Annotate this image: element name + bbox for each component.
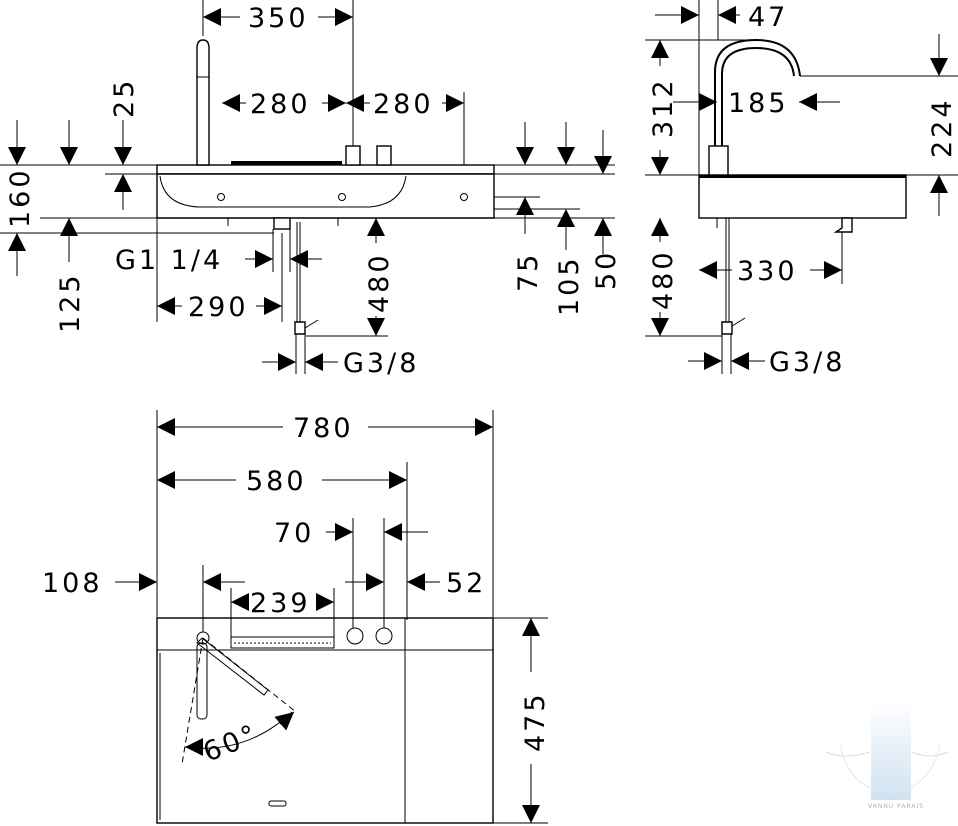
dim-480-front: 480: [364, 252, 395, 313]
side-basin-body: [698, 174, 907, 219]
front-connector: [294, 321, 306, 335]
dim-75: 75: [513, 252, 544, 292]
front-drain: [273, 217, 291, 230]
dim-224: 224: [927, 97, 958, 158]
front-hole: [217, 193, 225, 201]
top-outline: [156, 617, 494, 824]
front-hole: [460, 193, 468, 201]
front-tray: [231, 161, 342, 165]
side-hose-end: [731, 317, 746, 327]
side-view: 47 312 185 224 480 330 G3/8: [645, 0, 958, 378]
dim-47: 47: [748, 2, 788, 33]
side-spout-arc: [721, 46, 795, 146]
front-view: 350 280 280 25 160 125 G1 1/4: [0, 0, 622, 379]
dim-239: 239: [250, 588, 311, 619]
front-basin-bowl: [159, 175, 407, 208]
front-basin-body: [156, 173, 495, 219]
dim-g3-8-side: G3/8: [769, 347, 845, 378]
watermark-text: VANNU PARAIS: [868, 803, 924, 810]
front-handle: [376, 145, 392, 166]
top-handle: [346, 627, 364, 645]
front-spout: [196, 39, 210, 166]
front-mount-studs: [227, 218, 339, 226]
front-hole: [338, 193, 346, 201]
dim-105: 105: [554, 255, 585, 316]
dim-580: 580: [246, 466, 307, 497]
dim-330: 330: [737, 256, 798, 287]
dim-108: 108: [42, 568, 103, 599]
dim-160: 160: [5, 167, 36, 228]
dim-780: 780: [293, 413, 354, 444]
dim-70: 70: [274, 518, 314, 549]
dim-280-left: 280: [250, 89, 311, 120]
dim-25: 25: [109, 78, 140, 118]
dim-312: 312: [648, 77, 679, 138]
top-basin-bowl: [156, 649, 406, 824]
side-basin-top: [699, 175, 906, 178]
dim-50: 50: [591, 250, 622, 290]
dim-280-right: 280: [373, 89, 434, 120]
top-drain: [268, 800, 287, 807]
dim-480-side: 480: [648, 249, 679, 310]
dim-125: 125: [55, 272, 86, 333]
dim-g3-8-front: G3/8: [343, 348, 419, 379]
dim-52: 52: [446, 568, 486, 599]
front-hose-end: [304, 319, 319, 329]
side-drain-outlet: [833, 217, 853, 233]
top-tray: [230, 636, 335, 649]
side-connector: [721, 321, 733, 335]
dim-185: 185: [728, 88, 789, 119]
dim-350: 350: [248, 3, 309, 34]
dim-475: 475: [520, 691, 551, 752]
top-view: 60° 780 580 70 108 52 239: [42, 410, 551, 824]
watermark-logo: VANNU PARAIS: [825, 700, 949, 810]
front-countertop: [156, 164, 495, 175]
front-handle: [345, 145, 361, 166]
angle-leg: [181, 637, 204, 765]
side-spout-base: [708, 145, 729, 176]
dim-290: 290: [188, 292, 249, 323]
dim-g1-1-4: G1 1/4: [115, 245, 223, 276]
